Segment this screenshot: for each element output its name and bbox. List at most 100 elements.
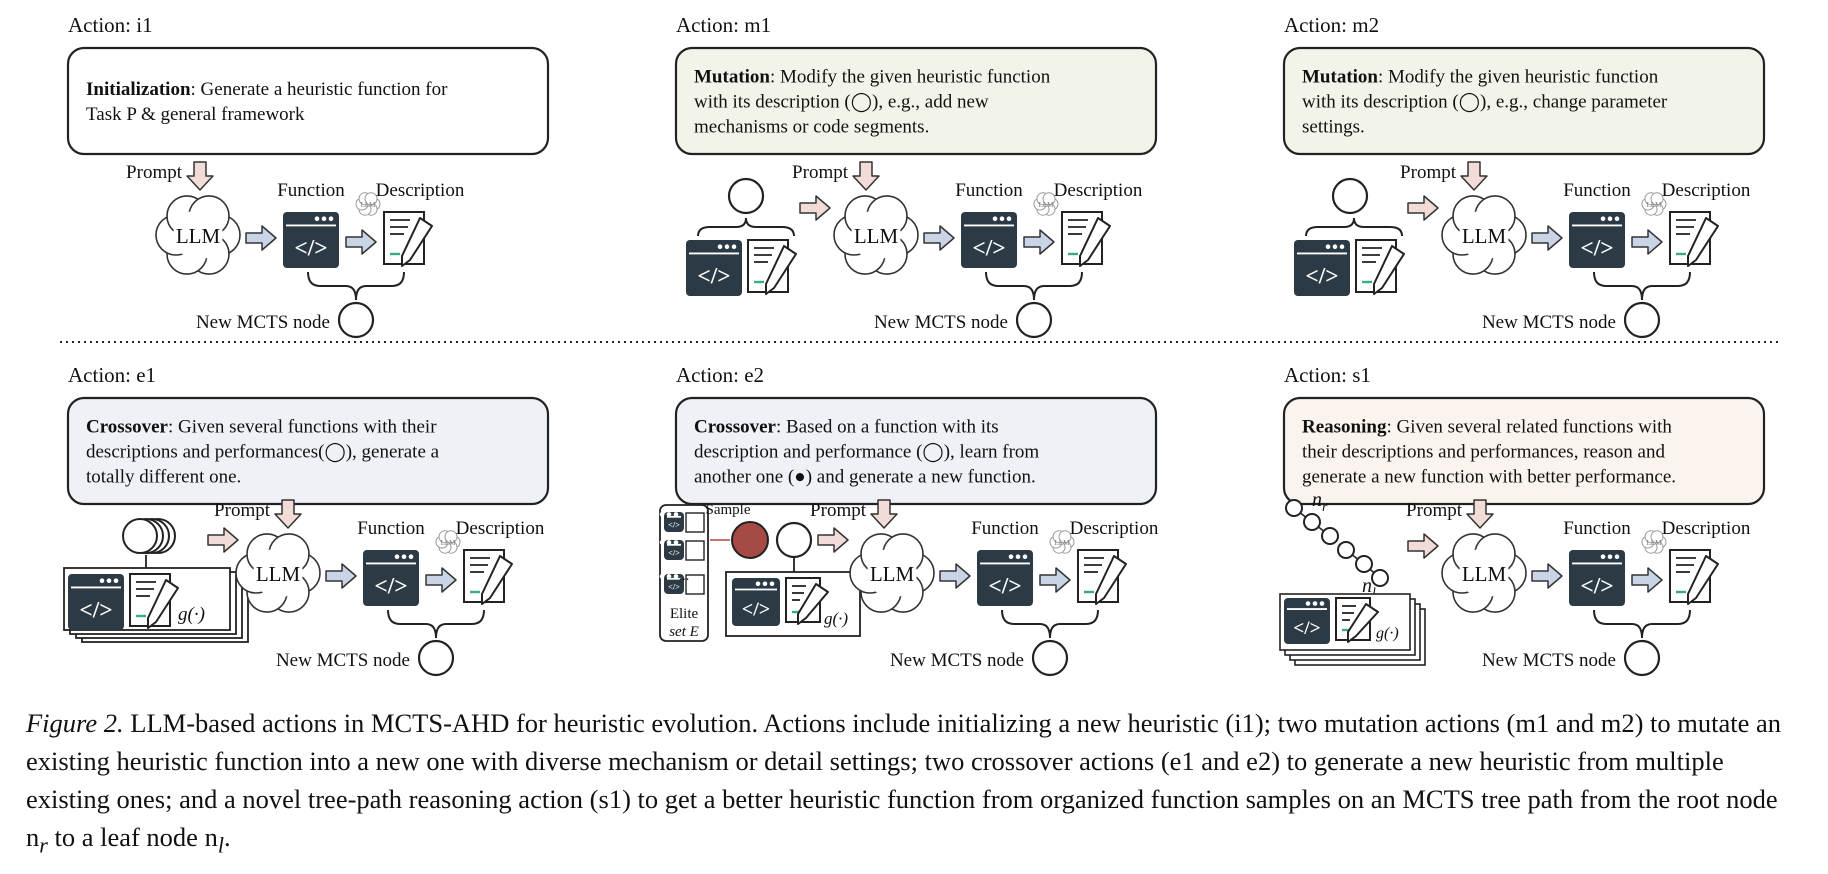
code-card-dot (1600, 554, 1606, 560)
description-doc-icon (1669, 211, 1719, 267)
panel-text-line: another one (●) and generate a new funct… (694, 467, 1036, 488)
panel-text-rest: : Given several functions with their (168, 417, 437, 438)
small-llm-petal (1042, 192, 1056, 206)
code-symbol: </> (79, 598, 112, 624)
panel-text-box: Crossover: Given several functions with … (66, 396, 550, 506)
new-node-circle (1031, 639, 1069, 677)
panel-action-title: Action: e2 (676, 363, 764, 387)
code-card-dot (1325, 244, 1331, 250)
code-card-dot (673, 574, 679, 579)
llm-label: LLM (1462, 224, 1507, 248)
parent-code-card: </> (732, 578, 780, 626)
code-symbol: </> (697, 264, 730, 290)
panel-text-box: Initialization: Generate a heuristic fun… (66, 46, 550, 156)
small-llm-icon: LLM (355, 192, 381, 216)
prompt-arrow-icon (1466, 499, 1494, 529)
llm-core (851, 210, 901, 260)
prompt-arrow-icon (1460, 161, 1488, 191)
code-card-dot (755, 581, 761, 587)
code-symbol: </> (668, 549, 680, 558)
caption-mid: to a leaf node n (47, 822, 218, 852)
panel-text-line: Crossover: Based on a function with its (694, 417, 999, 438)
function-card-icon: </> (977, 550, 1033, 606)
llm-core (253, 548, 303, 598)
prompt-arrow-icon (274, 499, 302, 529)
small-llm-label: LLM (1647, 539, 1663, 547)
code-card-dot (992, 216, 998, 222)
function-card-icon: </> (961, 212, 1017, 268)
parent-code-card: </> (686, 240, 742, 296)
panel-text-box-border (1282, 396, 1766, 506)
code-card-dot (666, 540, 672, 545)
panel-action-title: Action: e1 (68, 363, 156, 387)
small-llm-petal (1058, 530, 1072, 544)
panel-text-bold: Initialization (86, 79, 191, 100)
sample-label: Sample (706, 502, 751, 518)
description-doc-icon (463, 549, 513, 605)
caption-text: LLM-based actions in MCTS-AHD for heuris… (26, 708, 1782, 852)
llm-core (1459, 210, 1509, 260)
panel-text-box-border (674, 46, 1158, 156)
output-brace (1593, 609, 1691, 639)
prompt-arrow-icon (870, 499, 898, 529)
tree-path-node (1355, 555, 1373, 573)
figure-caption: Figure 2. LLM-based actions in MCTS-AHD … (26, 704, 1806, 864)
panel-text-box: Reasoning: Given several related functio… (1282, 396, 1766, 506)
pencil-icon (481, 555, 513, 605)
prompt-label: Prompt (126, 162, 183, 183)
code-symbol: </> (668, 521, 680, 530)
panel-text-box: Crossover: Based on a function with itsd… (674, 396, 1158, 506)
elite-doc (685, 540, 705, 561)
code-symbol: </> (742, 598, 771, 620)
code-card-dot (673, 540, 679, 545)
arrow-right-icon (939, 563, 971, 589)
stacked-code-card: </> (1284, 598, 1330, 644)
small-llm-label: LLM (1055, 539, 1071, 547)
code-card-dot (1600, 216, 1606, 222)
caption-nr-sub: r (39, 832, 48, 858)
panel-action-title: Action: m1 (676, 13, 771, 37)
new-node-circle (417, 639, 455, 677)
stacked-doc-icon (1335, 597, 1379, 643)
small-llm-petal (1650, 530, 1664, 544)
function-label: Function (971, 518, 1039, 539)
new-node-circle (1623, 301, 1661, 339)
output-brace (985, 271, 1083, 301)
code-card-dot (999, 216, 1005, 222)
stacked-code-card: </> (68, 574, 124, 630)
small-llm-icon: LLM (435, 530, 461, 554)
panel-text-line: mechanisms or code segments. (694, 117, 929, 138)
code-card-dot (321, 216, 327, 222)
elite-code-card: </> (659, 574, 684, 594)
pencil-icon (765, 245, 797, 295)
prompt-label: Prompt (810, 500, 867, 521)
arrow-right-icon (1531, 225, 1563, 251)
panel-e1: Action: e1 Crossover: Given several funct… (63, 363, 550, 677)
arrow-right-icon (1531, 563, 1563, 589)
llm-label: LLM (176, 224, 221, 248)
code-card-dot (666, 512, 672, 517)
small-llm-icon: LLM (1641, 530, 1667, 554)
new-node-label: New MCTS node (874, 312, 1008, 333)
llm-core (867, 548, 917, 598)
code-card-dot (1006, 216, 1012, 222)
code-card-dot (659, 574, 665, 579)
function-card-icon: </> (363, 550, 419, 606)
llm-cloud-icon: LLM (235, 533, 321, 613)
llm-cloud-icon: LLM (833, 195, 919, 275)
description-label: Description (376, 180, 465, 201)
panel-text-line: Initialization: Generate a heuristic fun… (86, 79, 448, 100)
description-label: Description (456, 518, 545, 539)
pencil-icon (1687, 217, 1719, 267)
panel-text-line: Task P & general framework (86, 104, 305, 125)
stacked-node-circle (122, 518, 158, 554)
g-function-label: g(·) (178, 604, 205, 625)
llm-cloud-icon: LLM (1441, 195, 1527, 275)
pencil-icon (797, 583, 829, 625)
parent-brace (697, 217, 795, 237)
code-symbol: </> (668, 583, 680, 592)
